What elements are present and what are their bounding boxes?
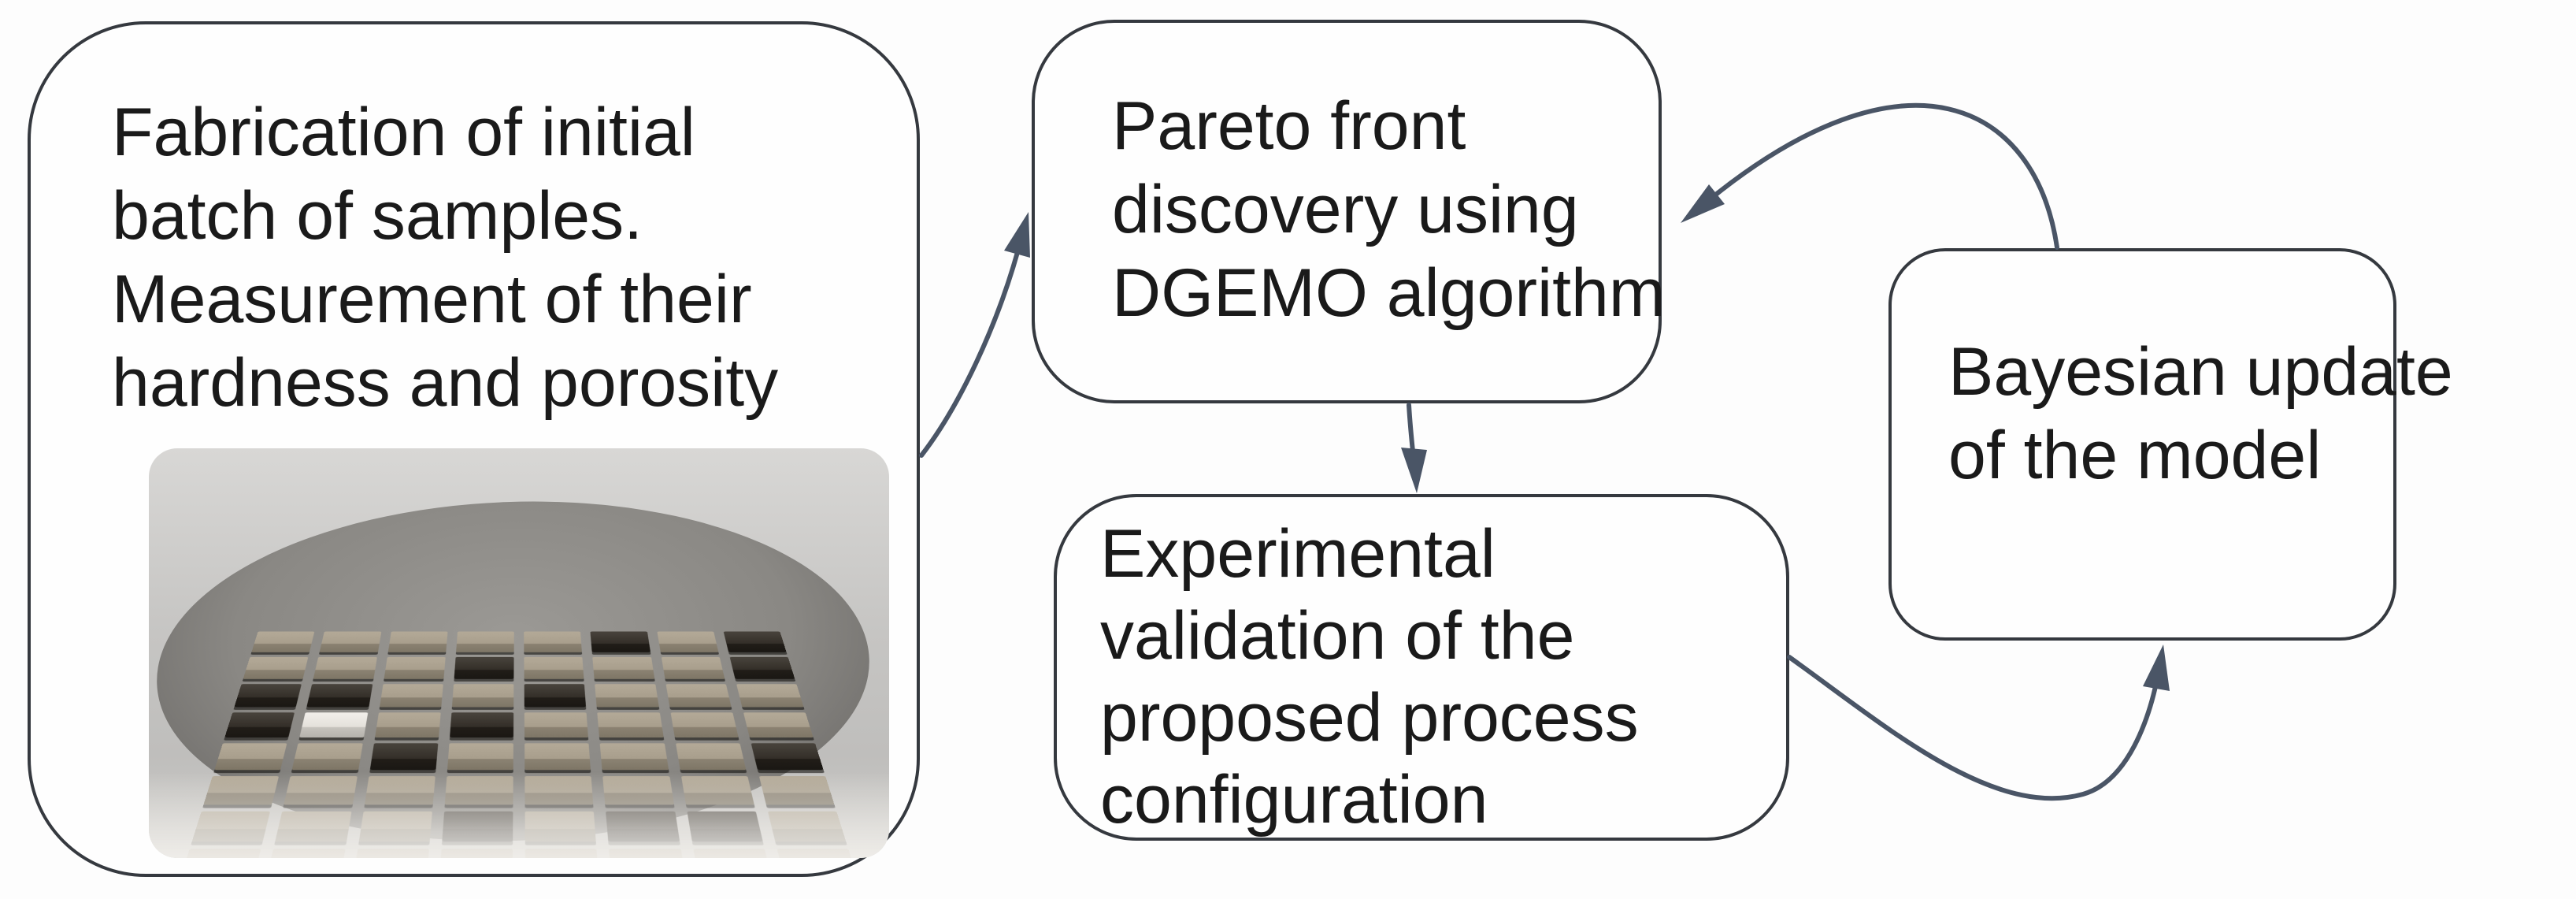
- sample-cube: [379, 683, 443, 708]
- text-line: batch of samples.: [112, 178, 643, 254]
- text-line: DGEMO algorithm: [1112, 255, 1666, 331]
- box-validation: Experimental validation of the proposed …: [1054, 494, 1789, 841]
- sample-cube: [675, 743, 747, 771]
- text-line: configuration: [1100, 762, 1488, 838]
- sample-cube: [524, 712, 589, 738]
- sample-cube: [595, 683, 659, 708]
- text-line: validation of the: [1100, 598, 1575, 674]
- box-pareto: Pareto front discovery using DGEMO algor…: [1032, 20, 1666, 403]
- sample-cube: [657, 631, 719, 652]
- sample-cube: [306, 683, 373, 708]
- sample-cube: [524, 656, 584, 679]
- arrow-validation-to-bayesian: [1787, 645, 2170, 801]
- text-line: proposed process: [1100, 680, 1639, 756]
- sample-cube: [743, 712, 814, 738]
- sample-cube: [387, 631, 448, 652]
- arrow-bayesian-to-pareto: [1681, 102, 2059, 250]
- sample-cube: [751, 743, 824, 771]
- sample-cube: [524, 631, 583, 652]
- arrow-shaft: [1787, 655, 2161, 801]
- text-line: Experimental: [1100, 516, 1496, 592]
- sample-cube: [661, 656, 725, 679]
- sample-cube: [449, 712, 514, 738]
- box-pareto-text: Pareto front discovery using DGEMO algor…: [1035, 23, 1736, 335]
- arrowhead: [1004, 212, 1030, 258]
- sample-cube: [313, 656, 377, 679]
- text-line: Pareto front: [1112, 88, 1466, 164]
- sample-cube: [451, 683, 514, 708]
- box-bayesian: Bayesian update of the model: [1888, 248, 2453, 641]
- arrowhead: [1401, 448, 1427, 493]
- sample-cube: [736, 683, 804, 708]
- sample-cube: [455, 631, 514, 652]
- text-line: discovery using: [1112, 172, 1579, 247]
- sample-cube: [251, 631, 315, 652]
- sample-cube: [592, 656, 654, 679]
- arrowhead: [2143, 645, 2170, 691]
- text-line: hardness and porosity: [112, 345, 779, 421]
- sample-cube: [447, 743, 513, 771]
- sample-cube: [319, 631, 381, 652]
- box-validation-text: Experimental validation of the proposed …: [1057, 497, 1829, 841]
- sample-cube: [665, 683, 732, 708]
- sample-cube: [524, 743, 591, 771]
- text-line: Fabrication of initial: [112, 95, 695, 170]
- box-fabrication: Fabrication of initial batch of samples.…: [28, 21, 920, 877]
- sample-cube: [384, 656, 446, 679]
- sample-cube: [224, 712, 295, 738]
- sample-cube: [374, 712, 441, 738]
- sample-cube: [590, 631, 650, 652]
- text-line: of the model: [1948, 418, 2322, 493]
- sample-cube: [214, 743, 287, 771]
- sample-cube: [729, 656, 795, 679]
- sample-cube: [369, 743, 439, 771]
- sample-cube: [243, 656, 309, 679]
- arrow-pareto-to-validation: [1401, 403, 1427, 493]
- box-bayesian-text: Bayesian update of the model: [1892, 251, 2453, 497]
- text-line: Bayesian update: [1948, 334, 2453, 410]
- sample-cube: [670, 712, 739, 738]
- sample-cube: [291, 743, 363, 771]
- sample-cube: [299, 712, 368, 738]
- initial-samples-photo: [149, 448, 889, 858]
- photo-glare: [149, 771, 889, 858]
- sample-cube: [597, 712, 664, 738]
- text-line: Measurement of their: [112, 262, 752, 337]
- sample-cube: [599, 743, 669, 771]
- sample-cube: [454, 656, 514, 679]
- sample-cube: [234, 683, 302, 708]
- sample-cube: [524, 683, 587, 708]
- arrow-shaft: [1703, 102, 2059, 250]
- box-fabrication-text: Fabrication of initial batch of samples.…: [31, 24, 998, 425]
- sample-cube: [723, 631, 787, 652]
- arrow-shaft: [1407, 403, 1417, 469]
